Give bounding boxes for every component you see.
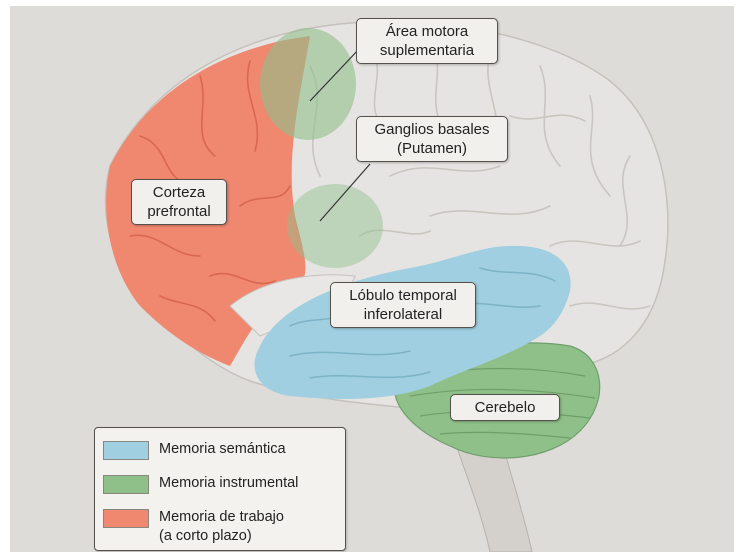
basal-ganglia-label-line1: Ganglios basales (374, 121, 490, 138)
basal-ganglia-region (287, 184, 383, 268)
basal-ganglia-label: Ganglios basales (Putamen) (356, 116, 508, 162)
prefrontal-label: Corteza prefrontal (131, 179, 227, 225)
motor-area-label-line2: suplementaria (379, 42, 475, 59)
legend-swatch-semantic (103, 441, 149, 460)
diagram-frame: Área motora suplementaria Ganglios basal… (10, 6, 734, 552)
legend-label-working: Memoria de trabajo (159, 509, 284, 525)
legend-swatch-instrumental (103, 475, 149, 494)
motor-area-label: Área motora suplementaria (356, 18, 498, 64)
motor-area-leader (309, 47, 361, 102)
basal-ganglia-leader (319, 163, 371, 222)
legend-item-working: Memoria de trabajo (a corto plazo) (103, 508, 284, 546)
legend-item-instrumental: Memoria instrumental (103, 474, 298, 494)
motor-area-label-line1: Área motora (385, 23, 469, 40)
motor-area-region (260, 28, 356, 140)
prefrontal-label-line1: Corteza (152, 184, 206, 201)
legend-label-working-sub: (a corto plazo) (159, 528, 252, 544)
legend-item-semantic: Memoria semántica (103, 440, 286, 460)
cerebellum-label: Cerebelo (450, 394, 560, 421)
cerebellum-label-line1: Cerebelo (474, 399, 536, 416)
legend: Memoria semántica Memoria instrumental M… (94, 427, 346, 551)
basal-ganglia-label-line2: (Putamen) (396, 140, 468, 157)
temporal-label-line2: inferolateral (363, 306, 443, 323)
legend-label-instrumental: Memoria instrumental (159, 475, 299, 491)
temporal-label-line1: Lóbulo temporal (349, 287, 457, 304)
legend-swatch-working (103, 509, 149, 528)
legend-label-semantic: Memoria semántica (159, 441, 286, 457)
prefrontal-label-line2: prefrontal (147, 203, 211, 220)
temporal-label: Lóbulo temporal inferolateral (330, 282, 476, 328)
